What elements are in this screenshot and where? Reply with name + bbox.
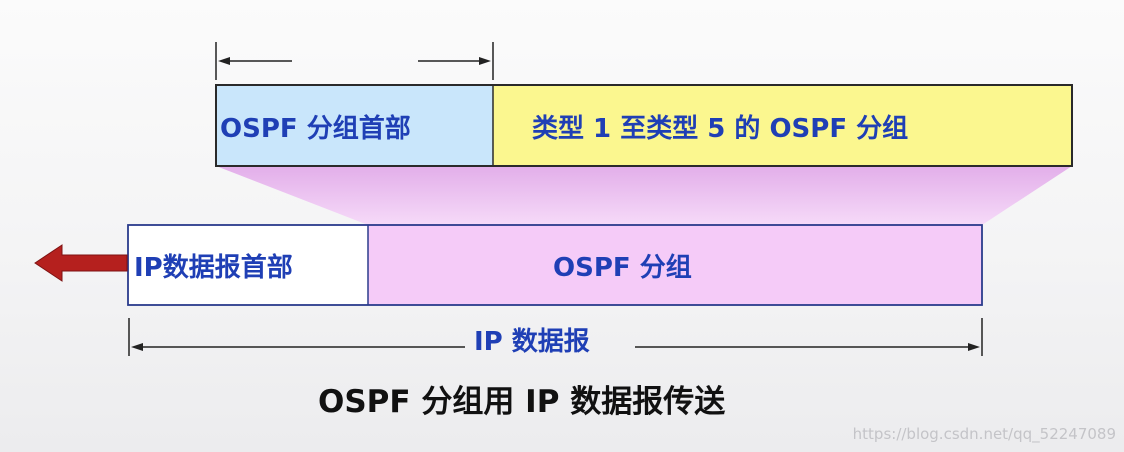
ospf-header-box — [216, 85, 493, 166]
ospf-body-label: 类型 1 至类型 5 的 OSPF 分组 — [532, 113, 908, 144]
ip-datagram-outline — [127, 224, 983, 306]
watermark: https://blog.csdn.net/qq_52247089 — [853, 425, 1116, 444]
ip-datagram-dimension — [128, 318, 983, 356]
ip-header-box — [128, 225, 368, 305]
ospf-header-dimension — [215, 42, 494, 80]
dimension-arrowhead-right — [479, 57, 491, 65]
ip-header-label: IP数据报首部 — [134, 252, 293, 283]
ip-datagram-span-label: IP 数据报 — [474, 326, 590, 357]
ospf-packet-outline — [215, 84, 1073, 167]
diagram-caption: OSPF 分组用 IP 数据报传送 — [318, 384, 725, 420]
dimension-arrowhead-left — [218, 57, 230, 65]
ip-datagram: IP数据报首部 OSPF 分组 — [127, 224, 983, 306]
ospf-header-label: OSPF 分组首部 — [220, 113, 411, 144]
ip-data-box — [368, 225, 982, 305]
transmit-arrow-icon — [34, 244, 128, 282]
ospf-packet: OSPF 分组首部 类型 1 至类型 5 的 OSPF 分组 — [215, 84, 1073, 167]
encapsulation-connector — [216, 166, 1072, 225]
span-arrowhead-right — [968, 343, 980, 351]
ip-data-label: OSPF 分组 — [553, 252, 692, 283]
ospf-body-box — [493, 85, 1072, 166]
span-arrowhead-left — [131, 343, 143, 351]
